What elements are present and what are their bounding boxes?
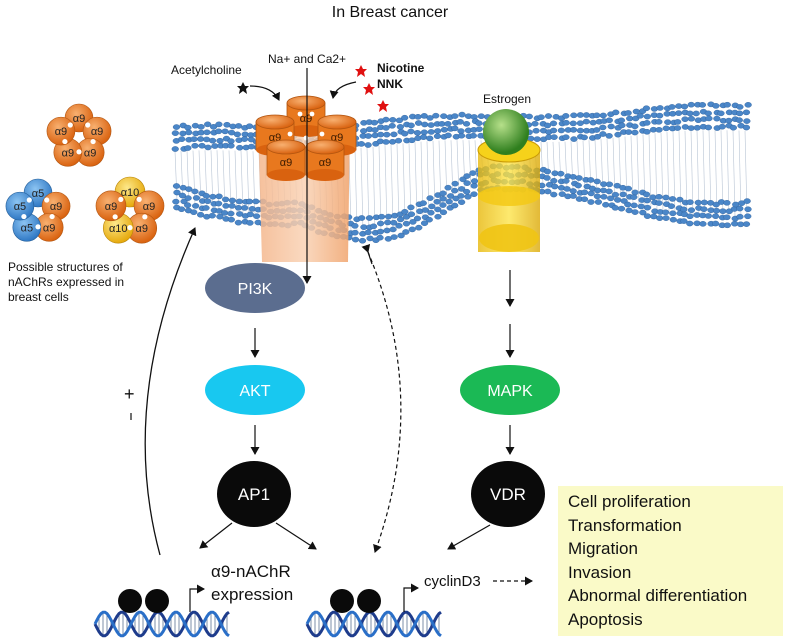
dna-helix-icon [93, 610, 230, 638]
transcription-start-icon [403, 583, 419, 612]
subunit-label: α5 [14, 201, 26, 213]
vdr-label: VDR [490, 485, 526, 504]
subunit-label: α9 [62, 147, 74, 159]
outcomes-box: Cell proliferation Transformation Migrat… [558, 486, 783, 636]
ions-label: Na+ and Ca2+ [268, 52, 346, 66]
pi3k-node: PI3K [205, 263, 305, 313]
subunit-label: α9 [136, 223, 148, 235]
cyclind3-label: cyclinD3 [424, 573, 481, 590]
a9-expression-line-2: expression [211, 585, 293, 604]
vdr-node: VDR [471, 461, 545, 527]
subunit-label: α9 [91, 126, 103, 138]
ap1-to-cyclind3-gene-arrow [275, 522, 317, 550]
outcome-item: Transformation [568, 515, 682, 535]
subunit-label: α9 [105, 201, 117, 213]
ap1-node: AP1 [217, 461, 291, 527]
outcome-item: Migration [568, 539, 638, 558]
membrane-to-cyclin-dashed-arrow [367, 251, 402, 553]
mapk-label: MAPK [487, 383, 533, 400]
subunit-label: α9 [43, 222, 55, 234]
subunit-label: α9 [50, 201, 62, 213]
ap1-to-a9-gene-arrow [199, 522, 233, 549]
subunit-label: α10 [121, 187, 140, 199]
vdr-to-cyclind3-gene-arrow [447, 524, 491, 550]
membrane-dashed-arrowhead [361, 243, 373, 265]
subunit-label: α9 [143, 201, 155, 213]
pi3k-label: PI3K [238, 281, 273, 298]
nicotine-label: Nicotine [377, 61, 425, 75]
akt-label: AKT [239, 383, 270, 400]
positive-feedback-arrow [144, 227, 197, 556]
nicotine-molecule-icon [377, 100, 389, 112]
dna-helix-icon [305, 610, 442, 638]
nicotine-molecule-icon [355, 65, 367, 77]
nicotine-molecule-icon [363, 83, 375, 95]
a9-expression-label: α9-nAChR expression [211, 562, 295, 604]
acetylcholine-arrow [249, 85, 280, 101]
nicotine-arrow [329, 81, 357, 99]
positive-feedback-sign: + [124, 384, 135, 404]
acetylcholine-molecule-icon [237, 82, 249, 94]
nnk-label: NNK [377, 77, 403, 91]
structure-a9-homomer: α9 α9 α9 α9 α9 [46, 103, 112, 167]
subunit-label: α5 [21, 222, 33, 234]
transcription-factor-icon [145, 589, 169, 613]
transcription-factor-icon [330, 589, 354, 613]
a9-expression-line-1: α9-nAChR [211, 562, 291, 581]
subunit-label: α9 [73, 113, 85, 125]
diagram-title: In Breast cancer [332, 4, 449, 21]
channel-subunit-label: α9 [300, 113, 312, 125]
structure-a5-a9: α5 α9 α9 α5 α5 [5, 178, 71, 242]
caption-line-1: Possible structures of [8, 260, 123, 274]
estrogen-molecule-icon [483, 109, 529, 155]
caption-line-3: breast cells [8, 290, 69, 304]
caption-line-2: nAChRs expressed in [8, 275, 124, 289]
ap1-label: AP1 [238, 485, 270, 504]
mapk-node: MAPK [460, 365, 560, 415]
subunit-label: α10 [109, 223, 128, 235]
transcription-factor-icon [118, 589, 142, 613]
acetylcholine-label: Acetylcholine [171, 63, 242, 77]
channel-subunit-label: α9 [280, 157, 292, 169]
estrogen-label: Estrogen [483, 92, 531, 106]
outcome-item: Invasion [568, 562, 632, 582]
subunit-label: α9 [84, 147, 96, 159]
akt-node: AKT [205, 365, 305, 415]
subunit-label: α5 [32, 188, 44, 200]
transcription-start-icon [189, 584, 205, 612]
transcription-factor-icon [357, 589, 381, 613]
estrogen-receptor [477, 109, 541, 252]
outcome-item: Apoptosis [568, 609, 643, 629]
outcome-item: Cell proliferation [568, 492, 691, 511]
possible-structures-caption: Possible structures of nAChRs expressed … [8, 260, 127, 304]
subunit-label: α9 [55, 126, 67, 138]
channel-subunit-label: α9 [319, 157, 331, 169]
outcome-item: Abnormal differentiation [568, 586, 748, 605]
